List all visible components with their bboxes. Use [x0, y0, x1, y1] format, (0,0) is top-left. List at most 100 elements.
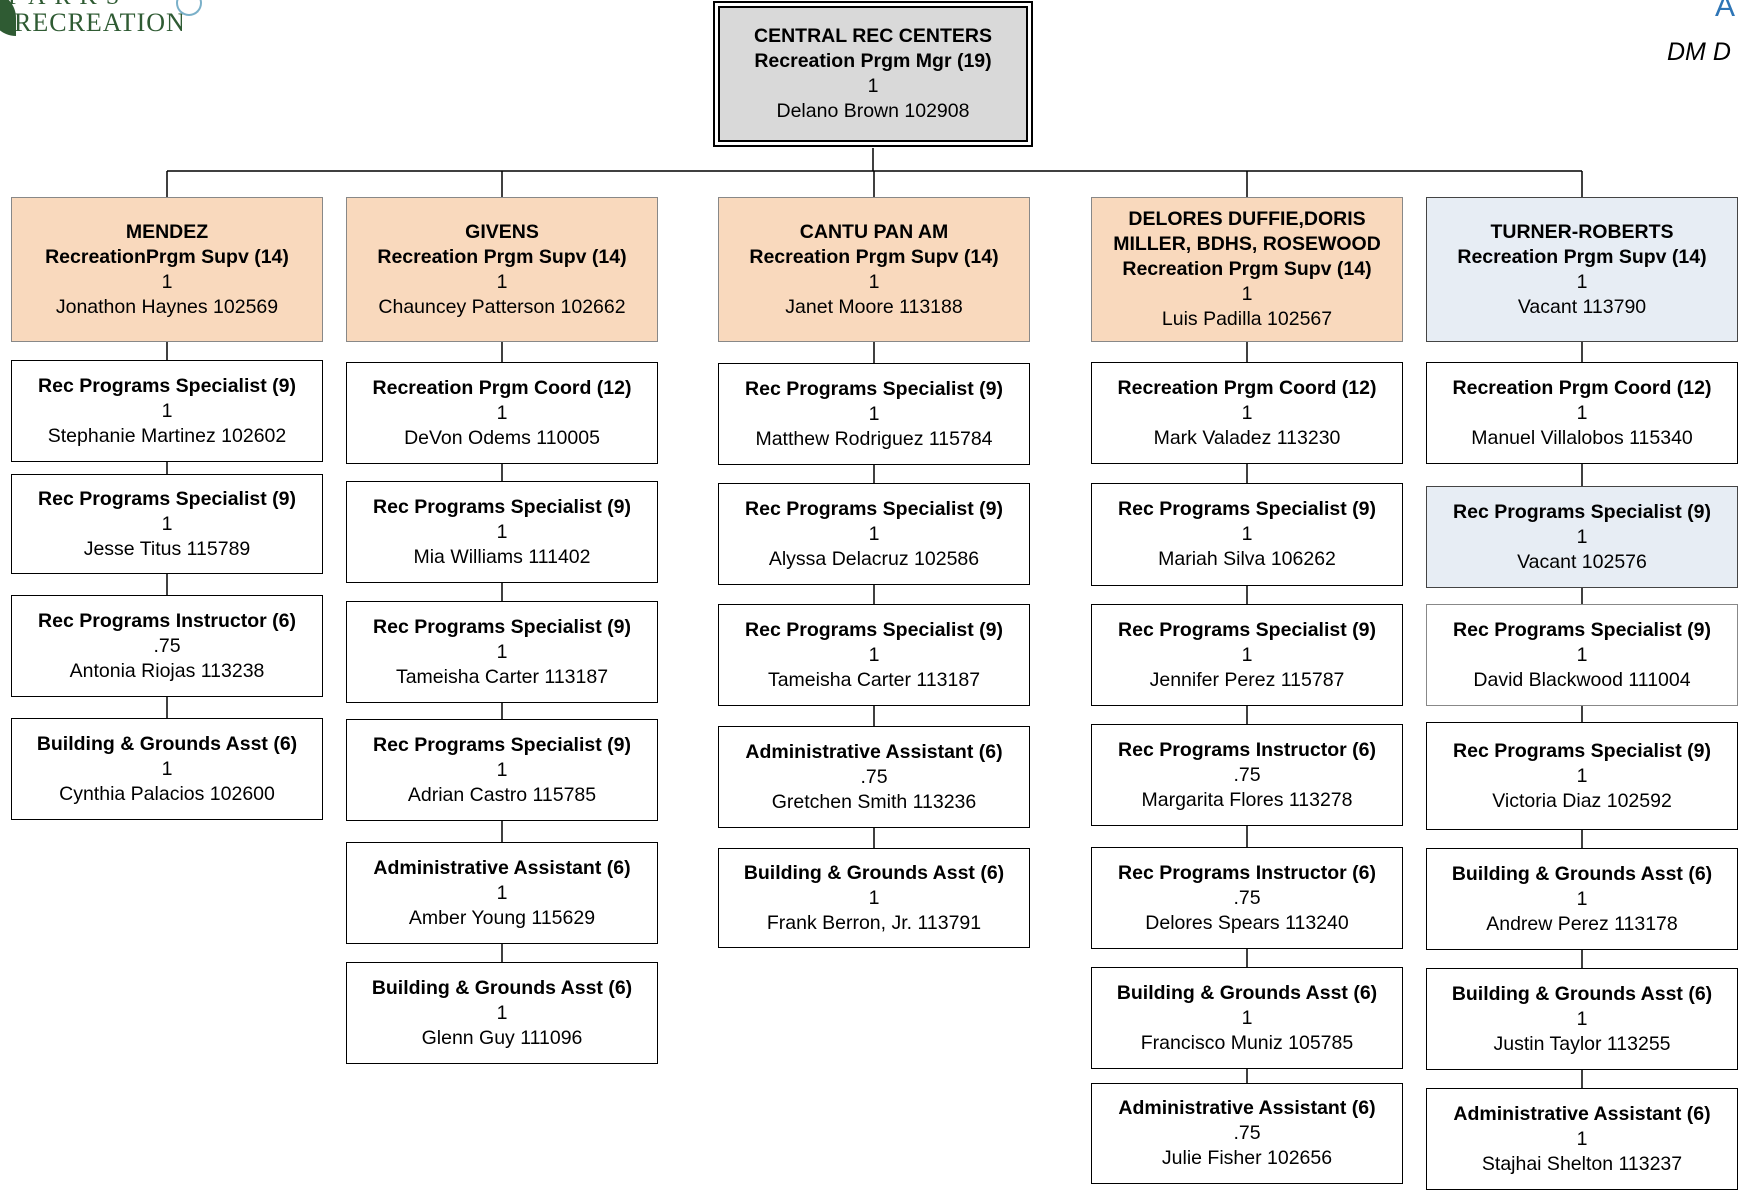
staff-fte: 1: [1241, 1006, 1253, 1029]
staff-role: Rec Programs Instructor (6): [38, 609, 296, 632]
staff-role: Rec Programs Specialist (9): [373, 495, 631, 518]
staff-fte: .75: [1233, 1122, 1261, 1144]
staff-fte: 1: [496, 881, 508, 904]
staff-role: Recreation Prgm Coord (12): [1452, 376, 1712, 399]
supervisor-role: Recreation Prgm Supv (14): [1457, 245, 1707, 268]
supervisor-role: RecreationPrgm Supv (14): [45, 245, 289, 268]
staff-role: Rec Programs Specialist (9): [1453, 618, 1711, 641]
staff-role: Building & Grounds Asst (6): [1451, 862, 1713, 885]
parks-recreation-logo: PARKS RECREATION: [0, 0, 230, 44]
staff-fte: 1: [868, 402, 880, 425]
staff-person: Francisco Muniz 105785: [1140, 1031, 1354, 1054]
staff-role: Rec Programs Specialist (9): [373, 615, 631, 638]
staff-fte: 1: [1241, 523, 1253, 545]
staff-fte: 1: [496, 640, 508, 663]
staff-fte: 1: [868, 522, 880, 545]
staff-person: Cynthia Palacios 102600: [59, 782, 275, 805]
staff-fte: 1: [868, 643, 880, 666]
staff-person: Glenn Guy 111096: [421, 1026, 583, 1049]
staff-role: Rec Programs Specialist (9): [1118, 498, 1376, 520]
supervisor-fte: 1: [161, 270, 173, 293]
staff-person: Stephanie Martinez 102602: [47, 424, 287, 447]
supervisor-fte: 1: [1576, 270, 1588, 293]
staff-fte: 1: [1576, 401, 1588, 424]
staff-role: Rec Programs Specialist (9): [38, 374, 296, 397]
staff-person: Tameisha Carter 113187: [767, 668, 981, 691]
supervisor-title: CANTU PAN AM: [799, 220, 949, 243]
staff-role: Building & Grounds Asst (6): [36, 732, 298, 755]
staff-role: Administrative Assistant (6): [745, 740, 1003, 763]
staff-fte: 1: [496, 520, 508, 543]
corner-letter: A: [1715, 0, 1736, 23]
staff-fte: .75: [860, 765, 888, 788]
staff-person: Jennifer Perez 115787: [1149, 668, 1345, 691]
staff-role: Rec Programs Specialist (9): [745, 618, 1003, 641]
staff-fte: 1: [1576, 643, 1588, 666]
staff-fte: 1: [1576, 1007, 1588, 1030]
staff-fte: 1: [1576, 887, 1588, 910]
staff-person: DeVon Odems 110005: [404, 426, 600, 449]
staff-person: Matthew Rodriguez 115784: [755, 427, 993, 450]
staff-person: Andrew Perez 113178: [1486, 912, 1678, 935]
staff-person: Tameisha Carter 113187: [395, 665, 609, 688]
supervisor-title: DELORES DUFFIE,DORIS MILLER, BDHS, ROSEW…: [1113, 208, 1381, 255]
staff-role: Rec Programs Specialist (9): [1118, 618, 1376, 641]
staff-fte: 1: [161, 757, 173, 780]
supervisor-fte: 1: [496, 270, 508, 293]
staff-role: Rec Programs Specialist (9): [38, 487, 296, 510]
staff-role: Building & Grounds Asst (6): [1116, 981, 1378, 1004]
supervisor-role: Recreation Prgm Supv (14): [1122, 258, 1372, 280]
staff-person: Mark Valadez 113230: [1153, 426, 1341, 449]
staff-person: Manuel Villalobos 115340: [1471, 426, 1693, 449]
supervisor-person: Jonathon Haynes 102569: [55, 295, 279, 318]
staff-person: Mariah Silva 106262: [1158, 548, 1336, 570]
staff-fte: 1: [1241, 401, 1253, 424]
staff-role: Rec Programs Instructor (6): [1118, 861, 1376, 884]
staff-person: Antonia Riojas 113238: [69, 659, 265, 682]
staff-person: Amber Young 115629: [408, 906, 596, 929]
staff-role: Rec Programs Specialist (9): [1453, 500, 1711, 523]
staff-person: Mia Williams 111402: [413, 545, 591, 568]
staff-role: Recreation Prgm Coord (12): [372, 376, 632, 399]
supervisor-role: Recreation Prgm Supv (14): [377, 245, 627, 268]
corner-note: DM D: [1667, 38, 1731, 66]
top-role: Recreation Prgm Mgr (19): [754, 50, 992, 72]
staff-fte: 1: [1576, 1127, 1588, 1150]
staff-fte: 1: [1576, 764, 1588, 787]
staff-fte: 1: [496, 1001, 508, 1024]
top-fte: 1: [867, 75, 879, 97]
staff-person: Margarita Flores 113278: [1141, 788, 1353, 811]
staff-person: Frank Berron, Jr. 113791: [766, 911, 982, 934]
staff-person: David Blackwood 111004: [1473, 668, 1691, 691]
staff-person: Adrian Castro 115785: [407, 783, 597, 806]
staff-role: Rec Programs Specialist (9): [373, 733, 631, 756]
staff-role: Building & Grounds Asst (6): [743, 861, 1005, 884]
supervisor-person: Vacant 113790: [1517, 295, 1647, 318]
staff-fte: 1: [496, 401, 508, 424]
supervisor-title: TURNER-ROBERTS: [1490, 220, 1674, 243]
